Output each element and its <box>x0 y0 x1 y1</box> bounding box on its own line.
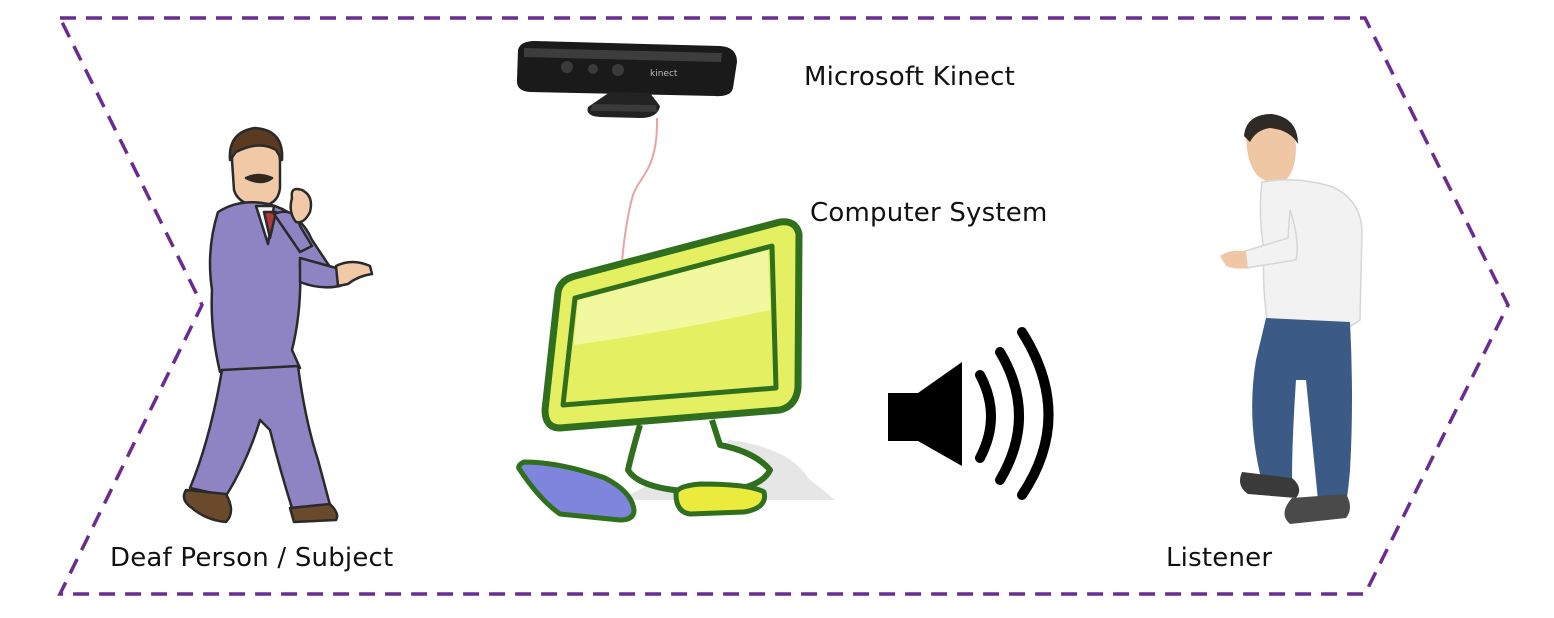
deaf-person-label: Deaf Person / Subject <box>110 543 394 573</box>
kinect-cable <box>619 117 659 293</box>
microsoft-kinect-label: Microsoft Kinect <box>804 62 1016 92</box>
speaker-icon <box>888 327 1054 500</box>
kinect-sensor-icon: kinect <box>516 41 737 118</box>
listener-figure <box>1220 114 1363 524</box>
deaf-person-figure <box>182 126 374 524</box>
mouse-icon <box>673 481 768 517</box>
listener-label: Listener <box>1166 543 1273 573</box>
kinect-brand-text: kinect <box>650 69 678 79</box>
process-chevron-outline <box>57 16 1510 596</box>
keyboard-icon <box>516 459 637 523</box>
computer-monitor-icon <box>541 218 835 500</box>
computer-system-label: Computer System <box>810 198 1048 228</box>
